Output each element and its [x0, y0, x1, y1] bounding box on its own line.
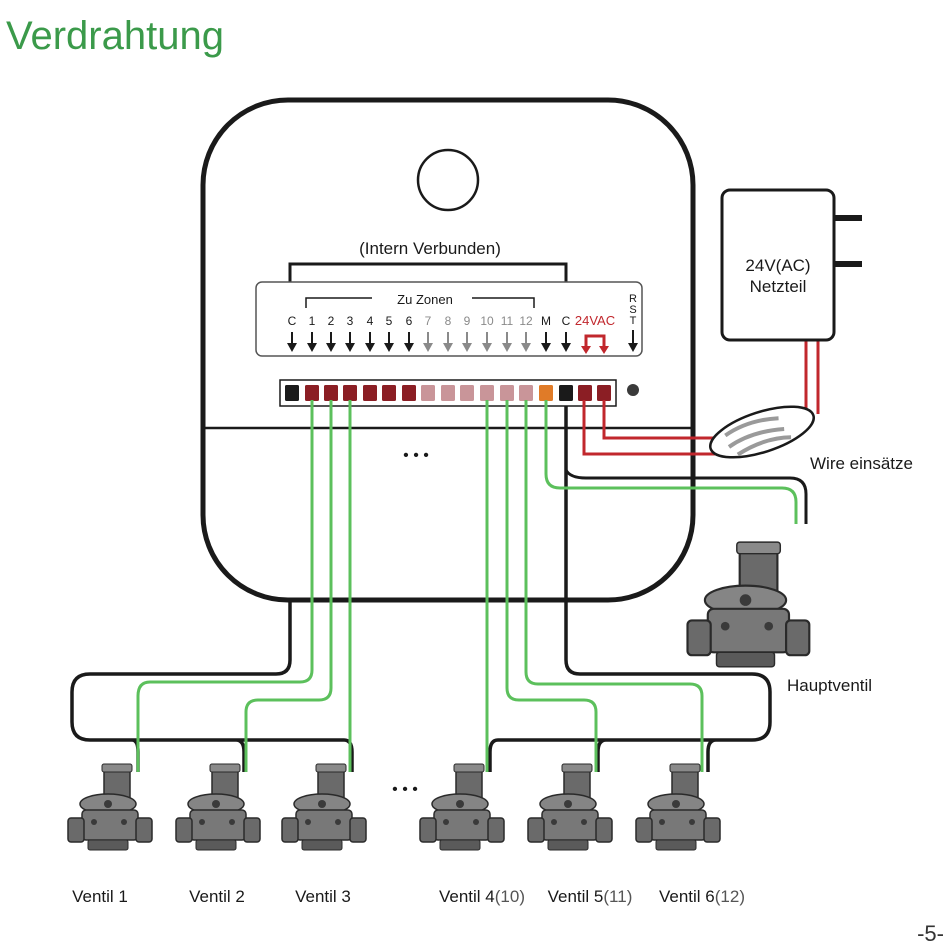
- screw-terminal-1: [305, 385, 319, 401]
- terminal-label-7: 7: [425, 314, 432, 328]
- screw-terminal-9: [460, 385, 474, 401]
- terminal-label-4: 4: [367, 314, 374, 328]
- wire-ac-supply: [806, 340, 818, 414]
- screw-terminal-5: [382, 385, 396, 401]
- reset-button[interactable]: [627, 384, 639, 396]
- controller-button: [418, 150, 478, 210]
- valve-label-5: Ventil 5(11): [548, 887, 633, 906]
- valve-label-1: Ventil 1: [72, 887, 128, 906]
- valve-6: [636, 764, 720, 850]
- terminal-label-3: 3: [347, 314, 354, 328]
- zones-label: Zu Zonen: [397, 292, 453, 307]
- screw-terminal-15: [578, 385, 592, 401]
- controller-ellipsis: • • •: [403, 447, 429, 464]
- master-valve-label: Hauptventil: [787, 676, 872, 695]
- terminal-label-10: 10: [480, 314, 494, 328]
- terminal-label-5: 5: [386, 314, 393, 328]
- page-number: -5-: [917, 921, 944, 947]
- terminal-label-9: 9: [464, 314, 471, 328]
- terminal-label-12: 12: [519, 314, 533, 328]
- valve-label-4: Ventil 4(10): [439, 887, 525, 906]
- wire-nuts-label: Wire einsätze: [810, 454, 913, 473]
- terminal-label-13: M: [541, 314, 551, 328]
- valve-label-6: Ventil 6(12): [659, 887, 745, 906]
- wire-nut: [704, 396, 819, 467]
- screw-terminal-3: [343, 385, 357, 401]
- screw-terminal-11: [500, 385, 514, 401]
- terminal-label-6: 6: [406, 314, 413, 328]
- terminal-label-8: 8: [445, 314, 452, 328]
- terminal-label-1: 1: [309, 314, 316, 328]
- valve-label-3: Ventil 3: [295, 887, 351, 906]
- cable-harness: [72, 600, 352, 772]
- rst-label-t: T: [630, 315, 637, 327]
- valve-3: [282, 764, 366, 850]
- valve-4: [420, 764, 504, 850]
- valve-5: [528, 764, 612, 850]
- valve-1: [68, 764, 152, 850]
- terminal-label-11: 11: [501, 314, 514, 328]
- screw-terminal-2: [324, 385, 338, 401]
- power-supply-line2: Netzteil: [750, 277, 807, 296]
- terminal-label-2: 2: [328, 314, 335, 328]
- power-supply-line1: 24V(AC): [745, 256, 810, 275]
- valve-label-2: Ventil 2: [189, 887, 245, 906]
- screw-terminal-16: [597, 385, 611, 401]
- screw-terminal-4: [363, 385, 377, 401]
- power-plug-prongs: [834, 218, 862, 264]
- terminal-label-14: C: [562, 314, 571, 328]
- screw-terminal-0: [285, 385, 299, 401]
- terminal-label-0: C: [288, 314, 297, 328]
- valves-ellipsis: • • •: [392, 781, 418, 798]
- master-valve: [688, 542, 810, 667]
- screw-terminal-8: [441, 385, 455, 401]
- screw-terminal-13: [539, 385, 553, 401]
- terminal-label-15: 24VAC: [575, 313, 615, 328]
- screw-terminal-7: [421, 385, 435, 401]
- valve-2: [176, 764, 260, 850]
- internal-connection-label: (Intern Verbunden): [359, 239, 501, 258]
- terminals: [285, 385, 611, 401]
- screw-terminal-10: [480, 385, 494, 401]
- screw-terminal-12: [519, 385, 533, 401]
- screw-terminal-6: [402, 385, 416, 401]
- screw-terminal-14: [559, 385, 573, 401]
